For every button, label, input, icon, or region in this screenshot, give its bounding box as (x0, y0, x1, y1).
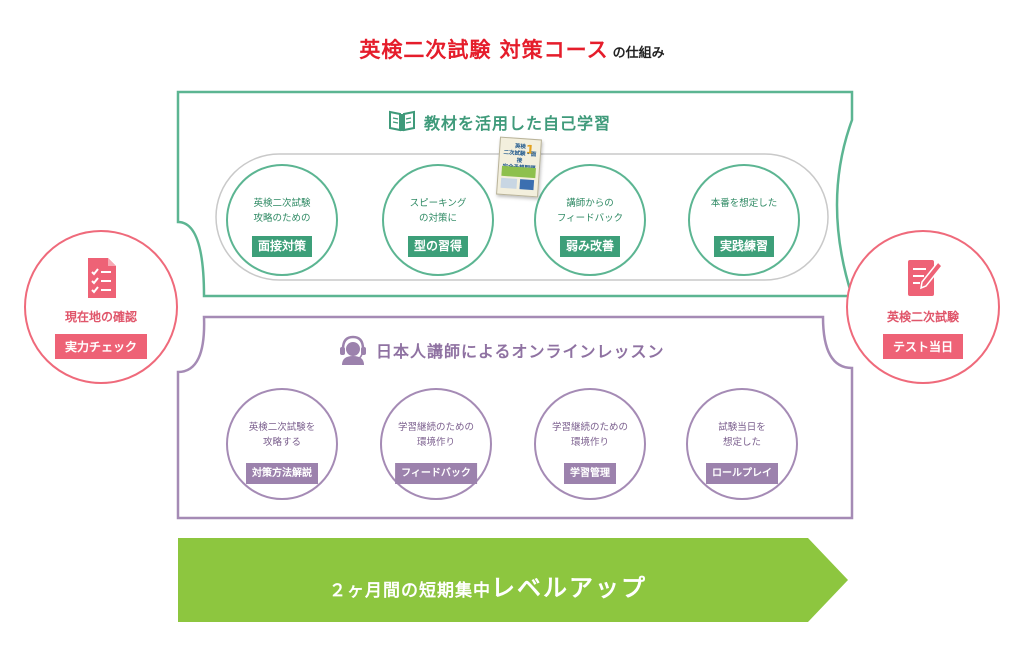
self-study-badge: 型の習得 (407, 236, 469, 257)
online-frame (176, 315, 854, 520)
textbook-image: 1 英検二次試験・面接完全予想問題 (496, 136, 542, 198)
skill-check-badge: 実力チェック (54, 334, 148, 359)
exam-sheet-pen-icon (904, 256, 944, 300)
level-up-banner-text: ２ヶ月間の短期集中レベルアップ (329, 574, 647, 602)
test-day-badge: テスト当日 (882, 334, 964, 359)
online-item-4: 試験当日を想定した ロールプレイ (686, 388, 798, 500)
open-book-icon (388, 106, 416, 134)
self-study-item-2: スピーキングの対策に 型の習得 (382, 164, 494, 276)
self-study-badge: 弱み改善 (559, 236, 621, 257)
level-up-banner (178, 538, 848, 622)
checklist-icon (82, 256, 122, 300)
self-study-title: 教材を活用した自己学習 (424, 114, 612, 133)
online-badge: 対策方法解説 (246, 463, 318, 484)
self-study-item-1: 英検二次試験攻略のための 面接対策 (226, 164, 338, 276)
self-study-badge: 実践練習 (713, 236, 775, 257)
online-badge: ロールプレイ (706, 463, 778, 484)
self-study-frame (176, 90, 854, 298)
online-item-2: 学習継続のための環境作り フィードバック (380, 388, 492, 500)
current-level-label: 現在地の確認 (64, 310, 137, 324)
online-item-3: 学習継続のための環境作り 学習管理 (534, 388, 646, 500)
title-main: 英検二次試験 対策コース (359, 38, 609, 62)
exam-day-label: 英検二次試験 (886, 310, 959, 324)
page-title: 英検二次試験 対策コースの仕組み (0, 34, 1024, 64)
self-study-item-3: 講師からのフィードバック 弱み改善 (534, 164, 646, 276)
online-badge: 学習管理 (564, 463, 616, 484)
online-badge: フィードバック (395, 463, 477, 484)
online-item-1: 英検二次試験を攻略する 対策方法解説 (226, 388, 338, 500)
exam-day-circle: 英検二次試験 テスト当日 (846, 230, 1000, 384)
self-study-item-4: 本番を想定した 実践練習 (688, 164, 800, 276)
self-study-badge: 面接対策 (251, 236, 313, 257)
current-level-circle: 現在地の確認 実力チェック (24, 230, 178, 384)
headset-teacher-icon (338, 334, 368, 366)
online-lesson-title: 日本人講師によるオンラインレッスン (376, 342, 665, 361)
title-suffix: の仕組み (612, 46, 665, 61)
